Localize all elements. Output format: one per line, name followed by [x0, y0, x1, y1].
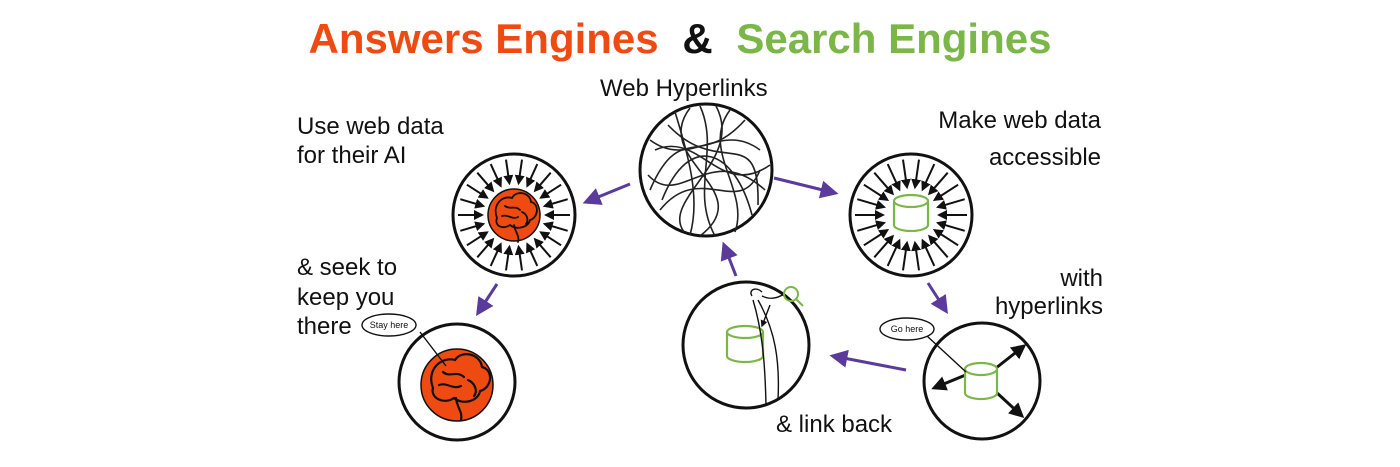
- inward-arrow: [863, 183, 890, 201]
- outbound-links-circle: Go here: [879, 317, 1042, 441]
- inward-arrow: [932, 183, 959, 201]
- label-seek-3: there: [297, 313, 352, 340]
- title-ampersand: &: [682, 15, 712, 62]
- arrow-web-to-index: [773, 176, 839, 199]
- go-here-bubble: Go here: [879, 317, 967, 373]
- inward-arrow: [873, 172, 895, 196]
- outward-arrows: [931, 344, 1027, 419]
- inward-arrow: [539, 183, 562, 199]
- diagram-title: Answers Engines & Search Engines: [309, 15, 1052, 62]
- inward-arrow: [935, 220, 965, 232]
- brain-icon: [430, 353, 492, 422]
- backlink-lines: [750, 288, 785, 406]
- label-with-2: hyperlinks: [995, 293, 1103, 320]
- inward-arrow: [466, 231, 489, 247]
- inward-arrow: [460, 198, 486, 209]
- label-make-accessible-2: accessible: [989, 144, 1101, 171]
- tangled-links-icon: [647, 105, 771, 237]
- database-icon: [963, 361, 999, 401]
- inward-arrow: [503, 244, 514, 271]
- inward-arrow: [886, 163, 901, 192]
- brain-icon: [494, 192, 538, 243]
- label-seek-2: keep you: [297, 284, 394, 311]
- inward-arrows-ring: [855, 159, 967, 271]
- inward-arrow: [911, 240, 922, 271]
- database-icon: [892, 193, 930, 233]
- search-magnifier-icon: [783, 286, 804, 307]
- label-use-web-data-1: Use web data: [297, 113, 444, 140]
- bubble-stay-here: Stay here: [370, 320, 409, 330]
- keep-you-there-circle: Stay here: [361, 313, 517, 442]
- inward-arrow: [542, 221, 568, 232]
- inward-arrow: [921, 238, 936, 267]
- web-hyperlinks-circle: [638, 102, 774, 238]
- inward-arrow: [489, 242, 502, 267]
- inward-arrow: [542, 198, 568, 209]
- inward-arrow: [873, 234, 895, 258]
- inward-arrow: [526, 242, 539, 267]
- inward-arrow: [503, 159, 514, 186]
- label-link-back: & link back: [776, 411, 893, 438]
- arrow-web-to-ai: [582, 182, 631, 205]
- inward-arrow: [900, 240, 911, 271]
- label-seek-1: & seek to: [297, 254, 397, 281]
- inward-arrow: [539, 231, 562, 247]
- inward-arrow: [886, 238, 901, 267]
- inward-arrow: [466, 183, 489, 199]
- arrow-ai-to-keep: [476, 283, 499, 317]
- inward-arrows-ring: [458, 159, 570, 271]
- database-icon: [725, 324, 765, 364]
- inward-arrow: [514, 244, 525, 271]
- arrow-linkback-to-web: [720, 241, 738, 277]
- arrow-outbound-to-linkback: [829, 349, 907, 372]
- search-index-circle: [848, 152, 974, 278]
- title-search-engines: Search Engines: [736, 15, 1051, 62]
- inward-arrow: [533, 237, 552, 258]
- inward-arrow: [533, 172, 552, 193]
- inward-arrow: [927, 234, 949, 258]
- stay-here-bubble: Stay here: [361, 313, 447, 367]
- inward-arrow: [911, 159, 922, 190]
- inward-arrow: [935, 198, 965, 210]
- inward-arrow: [900, 159, 911, 190]
- inward-arrow: [514, 159, 525, 186]
- inward-arrow: [932, 229, 959, 247]
- label-web-hyperlinks: Web Hyperlinks: [600, 75, 768, 102]
- inward-arrow: [857, 220, 887, 232]
- inward-arrow: [476, 172, 495, 193]
- ai-ingest-circle: [451, 152, 577, 278]
- bubble-go-here: Go here: [891, 324, 924, 334]
- inward-arrow: [489, 163, 502, 188]
- flow-arrows: [476, 176, 948, 372]
- label-use-web-data-2: for their AI: [297, 142, 406, 169]
- inward-arrow: [460, 221, 486, 232]
- label-make-accessible-1: Make web data: [938, 107, 1101, 134]
- label-with-1: with: [1059, 265, 1103, 292]
- inward-arrow: [857, 198, 887, 210]
- inward-arrow: [921, 163, 936, 192]
- arrow-index-to-outbound: [926, 282, 948, 315]
- inward-arrow: [863, 229, 890, 247]
- link-back-circle: [681, 280, 811, 410]
- title-answers-engines: Answers Engines: [309, 15, 659, 62]
- inward-arrow: [476, 237, 495, 258]
- inward-arrow: [526, 163, 539, 188]
- inward-arrow: [927, 172, 949, 196]
